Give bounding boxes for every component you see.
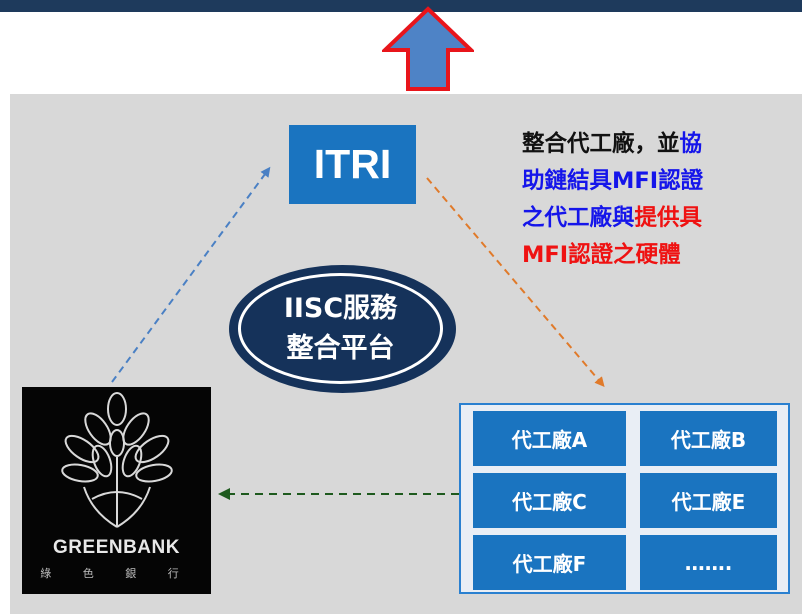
note-line-2: 助鏈結具MFI認證 bbox=[522, 163, 792, 200]
factory-label: 代工廠A bbox=[511, 428, 588, 452]
factory-label: 代工廠E bbox=[671, 490, 746, 514]
up-arrow-icon bbox=[382, 6, 474, 91]
itri-node: ITRI bbox=[289, 125, 416, 204]
factory-cell: 代工廠A bbox=[473, 411, 626, 466]
note-line-4: MFI認證之硬體 bbox=[522, 237, 792, 274]
factory-label: 代工廠F bbox=[512, 552, 587, 576]
note-segment: 之代工廠與 bbox=[522, 205, 635, 231]
factory-cell: 代工廠B bbox=[640, 411, 777, 466]
note-line-3: 之代工廠與提供具 bbox=[522, 200, 792, 237]
top-banner bbox=[0, 0, 802, 12]
greenbank-name: GREENBANK bbox=[53, 537, 180, 558]
greenbank-subtitle: 綠 色 銀 行 bbox=[40, 567, 193, 580]
note-segment: 協 bbox=[679, 131, 703, 157]
tree-logo-icon bbox=[61, 392, 173, 528]
factory-cell: ……. bbox=[640, 535, 777, 590]
note-line-1: 整合代工廠，並協 bbox=[522, 126, 792, 163]
note-segment: 整合代工廠，並 bbox=[522, 131, 680, 157]
arrow-greenbank-to-itri bbox=[111, 166, 271, 383]
factory-cell: 代工廠E bbox=[640, 473, 777, 528]
factory-label: 代工廠C bbox=[512, 490, 587, 514]
integration-note: 整合代工廠，並協 助鏈結具MFI認證 之代工廠與提供具 MFI認證之硬體 bbox=[522, 126, 792, 274]
platform-title-line-1: IISC服務 bbox=[283, 292, 398, 324]
platform-title-line-2: 整合平台 bbox=[286, 332, 395, 364]
itri-label: ITRI bbox=[313, 141, 392, 187]
factory-label: 代工廠B bbox=[670, 428, 747, 452]
factory-cell: 代工廠F bbox=[473, 535, 626, 590]
note-segment: 助鏈結具MFI認證 bbox=[522, 168, 704, 194]
platform-ellipse: IISC服務 整合平台 bbox=[238, 273, 443, 384]
note-segment: MFI認證之硬體 bbox=[522, 242, 681, 268]
arrow-itri-to-factories bbox=[426, 177, 605, 388]
factory-cell: 代工廠C bbox=[473, 473, 626, 528]
note-segment: 提供具 bbox=[634, 205, 703, 231]
greenbank-logo: GREENBANK 綠 色 銀 行 bbox=[22, 387, 211, 594]
factory-label: ……. bbox=[684, 550, 733, 575]
